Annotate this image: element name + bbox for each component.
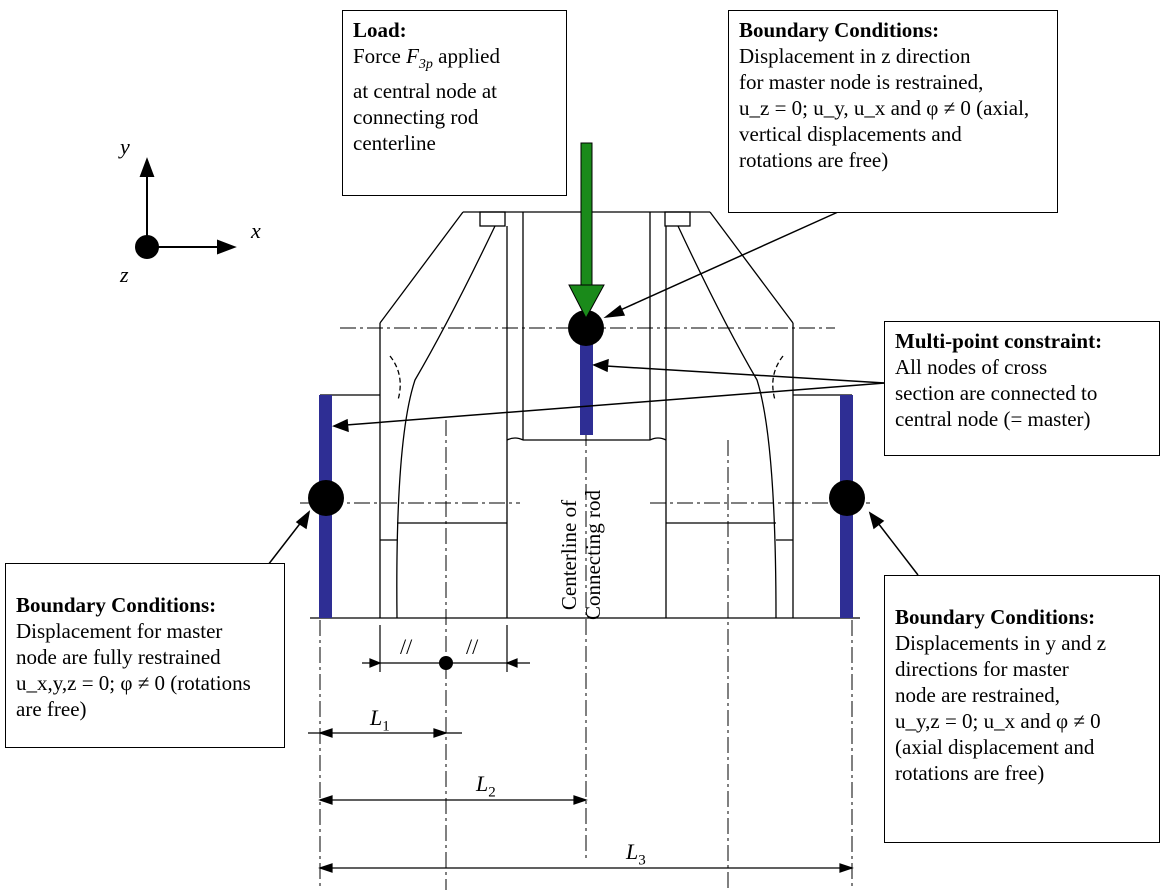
multi-point-constraint-box: Multi-point constraint: All nodes of cro… bbox=[884, 321, 1160, 456]
left-master-node bbox=[308, 480, 344, 516]
bc-top-line-3: u_z = 0; u_y, u_x and φ ≠ 0 (axial, bbox=[739, 96, 1030, 120]
x-axis-label: x bbox=[251, 218, 261, 243]
coordinate-axes bbox=[135, 157, 237, 259]
z-axis-label: z bbox=[120, 262, 129, 287]
center-constraint-bar bbox=[580, 340, 593, 435]
load-heading: Load: bbox=[353, 18, 407, 42]
right-master-node bbox=[829, 480, 865, 516]
bc-right-line-1: Displacements in y and z bbox=[895, 631, 1107, 655]
dimension-L1: L1 bbox=[370, 705, 390, 735]
bc-left-line-1: Displacement for master bbox=[16, 619, 223, 643]
component-outline bbox=[310, 211, 860, 619]
origin-node bbox=[135, 235, 159, 259]
load-box: Load: Force F3p applied at central node … bbox=[342, 10, 567, 196]
dimension-lines bbox=[308, 625, 854, 873]
load-arrow bbox=[568, 142, 605, 320]
bc-right-line-5: (axial displacement and bbox=[895, 735, 1095, 759]
bc-left-line-4: are free) bbox=[16, 697, 87, 721]
bc-left-line-2: node are fully restrained bbox=[16, 645, 221, 669]
bc-master-node-box: Boundary Conditions: Displacement in z d… bbox=[728, 10, 1058, 213]
bc-right-line-6: rotations are free) bbox=[895, 761, 1045, 785]
mpc-heading: Multi-point constraint: bbox=[895, 329, 1103, 353]
centerline-label: Centerline of Connecting rod bbox=[557, 489, 605, 621]
bc-top-line-5: rotations are free) bbox=[739, 148, 889, 172]
bc-right-heading: Boundary Conditions: bbox=[895, 605, 1096, 629]
load-line-2: at central node at bbox=[353, 79, 498, 104]
load-line-1: Force F3p applied bbox=[353, 44, 500, 73]
dimension-L2: L2 bbox=[476, 771, 496, 801]
mpc-line-2: section are connected to bbox=[895, 381, 1098, 405]
bc-top-line-2: for master node is restrained, bbox=[739, 70, 984, 94]
central-master-node bbox=[568, 310, 604, 346]
bc-fixed-support-box: Boundary Conditions: Displacement for ma… bbox=[5, 563, 285, 748]
bc-left-heading: Boundary Conditions: bbox=[16, 593, 217, 617]
leader-arrows bbox=[267, 211, 919, 576]
symmetry-mark-right: // bbox=[466, 634, 479, 659]
load-line-3: connecting rod bbox=[353, 105, 479, 130]
dimension-L3: L3 bbox=[626, 839, 646, 869]
mpc-line-1: All nodes of cross bbox=[895, 355, 1048, 379]
symmetry-mark-left: // bbox=[400, 634, 413, 659]
mpc-line-3: central node (= master) bbox=[895, 407, 1091, 431]
bc-right-line-3: node are restrained, bbox=[895, 683, 1060, 707]
bc-right-line-4: u_y,z = 0; u_x and φ ≠ 0 bbox=[895, 709, 1101, 733]
y-axis-label: y bbox=[120, 134, 130, 159]
bc-top-heading: Boundary Conditions: bbox=[739, 18, 940, 42]
bc-top-line-4: vertical displacements and bbox=[739, 122, 962, 146]
bc-right-line-2: directions for master bbox=[895, 657, 1069, 681]
bc-top-line-1: Displacement in z direction bbox=[739, 44, 971, 68]
master-nodes bbox=[308, 310, 865, 670]
bc-left-line-3: u_x,y,z = 0; φ ≠ 0 (rotations bbox=[16, 671, 251, 695]
bc-sliding-support-box: Boundary Conditions: Displacements in y … bbox=[884, 575, 1160, 843]
load-line-4: centerline bbox=[353, 131, 436, 156]
